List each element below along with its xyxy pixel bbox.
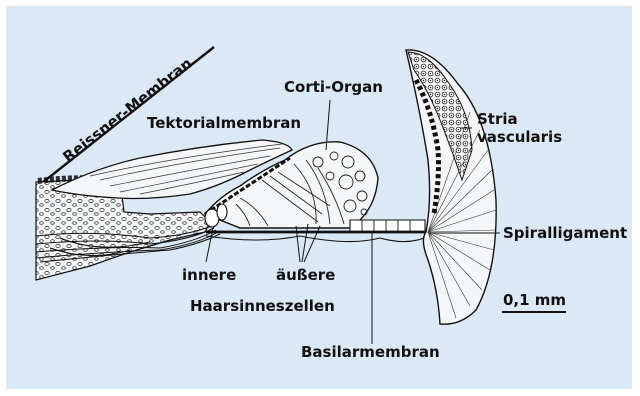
label-hair-cells: Haarsinneszellen xyxy=(190,297,335,315)
label-spiral-ligament: Spiralligament xyxy=(503,224,627,242)
label-corti-organ: Corti-Organ xyxy=(284,78,383,96)
label-stria: Stria xyxy=(477,110,518,128)
label-scale: 0,1 mm xyxy=(503,291,566,309)
label-vascularis: vascularis xyxy=(477,128,562,146)
label-inner: innere xyxy=(182,266,236,284)
label-basilar-membrane: Basilarmembran xyxy=(301,343,440,361)
tympanic-lining xyxy=(206,236,428,242)
label-outer: äußere xyxy=(276,266,335,284)
claudius-cells xyxy=(350,220,425,232)
label-tectorial-membrane: Tektorialmembran xyxy=(147,114,301,132)
inner-pillar-cell xyxy=(217,204,227,220)
label-reissner-membrane: Reissner-Membran xyxy=(59,54,195,166)
